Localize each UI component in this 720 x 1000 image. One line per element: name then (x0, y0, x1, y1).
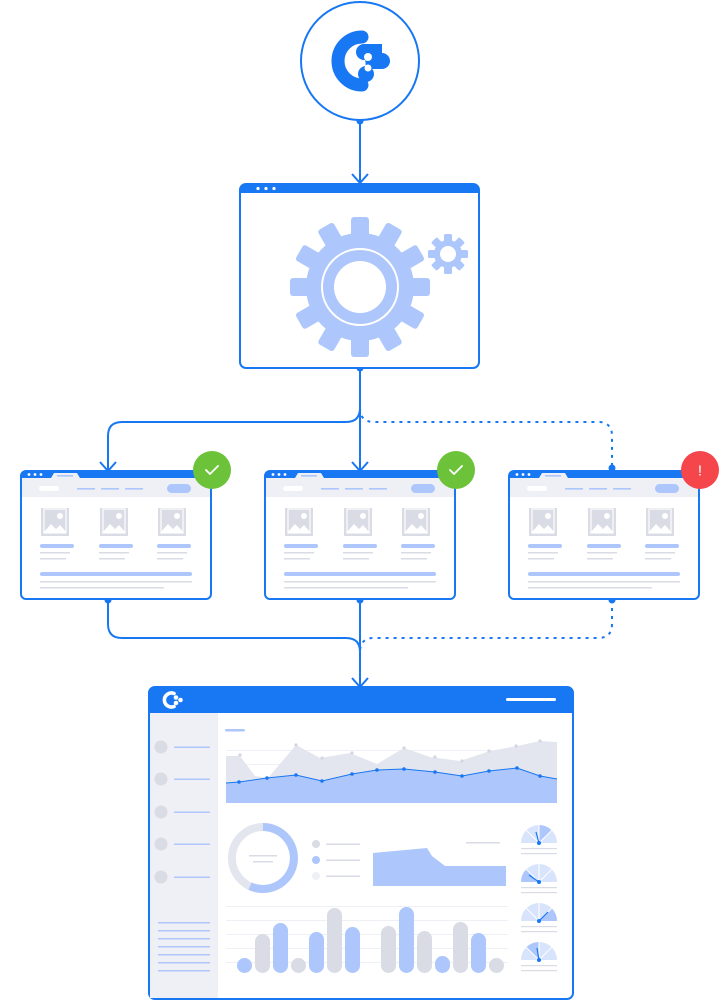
small-gear-icon (428, 234, 468, 274)
bar-chart (237, 907, 504, 973)
area-series-line (225, 767, 558, 784)
header-bar (506, 698, 556, 701)
check-icon (449, 465, 463, 475)
bar-chart-gridlines (226, 906, 508, 963)
dashboard-window (148, 686, 574, 1000)
page-window-3 (508, 470, 700, 600)
chart-bar (273, 923, 288, 973)
chart-bar (327, 908, 342, 973)
chart-bar (255, 934, 270, 973)
gear-icon (290, 217, 430, 357)
edge-page-3-dashboard (359, 600, 613, 653)
success-badge-2 (437, 451, 475, 489)
sidebar-item (154, 772, 210, 786)
page-window-1 (20, 470, 212, 600)
source-logo-node (300, 1, 420, 121)
donut-chart (228, 823, 298, 893)
window-dots-icon (256, 186, 276, 191)
step-area-chart (373, 842, 506, 886)
connector-dot (608, 464, 616, 472)
chart-bar (417, 931, 432, 973)
exclamation-icon: ! (698, 463, 702, 480)
brand-logo-icon (331, 30, 390, 92)
processing-window (239, 183, 480, 369)
gauge-widget (521, 942, 557, 972)
gauge-widget (521, 903, 557, 933)
chart-bar (471, 933, 486, 973)
edge-processing-page-3 (359, 407, 613, 468)
sidebar-item (154, 740, 210, 754)
check-icon (205, 465, 219, 475)
chart-bar (489, 958, 504, 973)
success-badge-1 (193, 451, 231, 489)
brand-logo-icon (162, 691, 183, 709)
chart-bar (237, 958, 252, 973)
sidebar-item (154, 805, 210, 819)
chart-bar (399, 907, 414, 973)
sidebar-items (154, 740, 210, 884)
gauge-widget (521, 864, 557, 894)
chart-title-bar (225, 729, 245, 732)
chart-bar (453, 922, 468, 973)
gauge-widgets (521, 825, 557, 972)
area-series-front (226, 768, 557, 803)
gauge-widget (521, 825, 557, 855)
donut-legend (312, 840, 360, 880)
chart-bar (291, 958, 306, 973)
error-badge-3: ! (681, 451, 719, 489)
dashboard-sidebar (150, 713, 218, 998)
edge-processing-page-1 (107, 368, 361, 470)
chart-bar (381, 926, 396, 973)
chart-bar (345, 927, 360, 973)
sidebar-footer-lines (158, 922, 210, 972)
sidebar-item (154, 870, 210, 884)
edge-page-1-dashboard (107, 600, 361, 653)
page-window-2 (264, 470, 456, 600)
chart-bar (435, 956, 450, 973)
chart-bar (309, 932, 324, 973)
sidebar-item (154, 837, 210, 851)
